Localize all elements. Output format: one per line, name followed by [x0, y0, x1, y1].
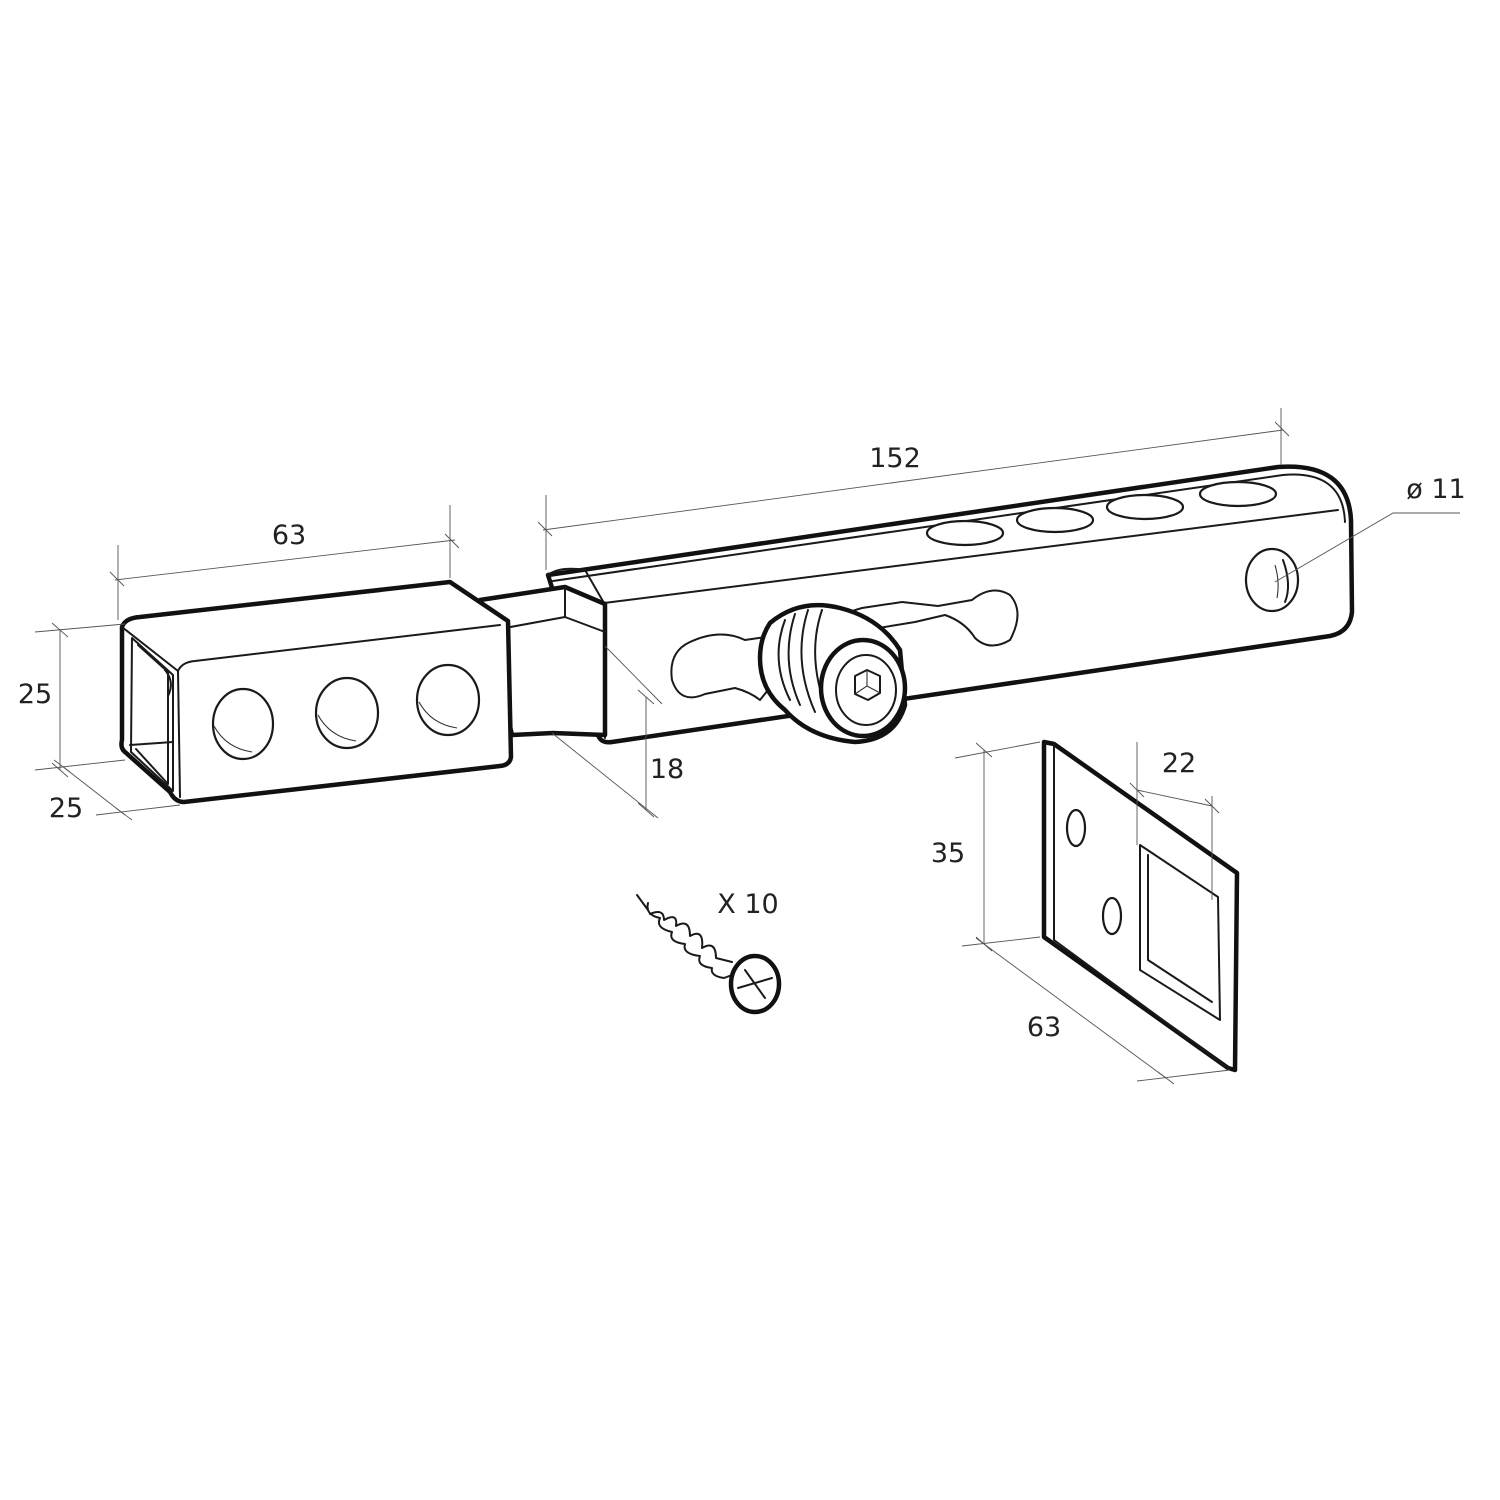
dimension-label-plate-height: 35 — [931, 838, 965, 869]
screw-hole — [1101, 896, 1123, 936]
screw-hole — [1065, 808, 1087, 848]
dimension-label-bolt-length: 152 — [869, 443, 921, 474]
top-hole — [1015, 506, 1095, 534]
strike-plate — [1041, 739, 1240, 1073]
top-hole — [1105, 493, 1185, 521]
side-hole — [314, 676, 380, 750]
bolt-knob — [757, 602, 908, 745]
phillips-cross-icon — [737, 969, 773, 999]
dimension-label-slot-width: 22 — [1162, 748, 1196, 779]
top-hole — [925, 519, 1005, 547]
dimension-label-rod-size: 18 — [650, 754, 684, 785]
side-hole — [211, 687, 275, 761]
screw-quantity-label: X 10 — [717, 889, 778, 920]
end-hole — [1244, 547, 1300, 613]
dimension-label-left-tube-length: 63 — [272, 520, 306, 551]
top-hole — [1198, 480, 1278, 508]
side-hole — [415, 663, 481, 737]
dimension-label-tube-height: 25 — [18, 679, 52, 710]
bolt-housing — [545, 464, 1355, 745]
wood-screw — [636, 894, 782, 1015]
dimension-label-plate-width: 63 — [1027, 1012, 1061, 1043]
left-tube — [119, 579, 514, 805]
dimension-label-hole-diameter: ø 11 — [1406, 474, 1465, 505]
dimension-lines — [34, 408, 1460, 1085]
dimension-label-tube-depth: 25 — [49, 793, 83, 824]
